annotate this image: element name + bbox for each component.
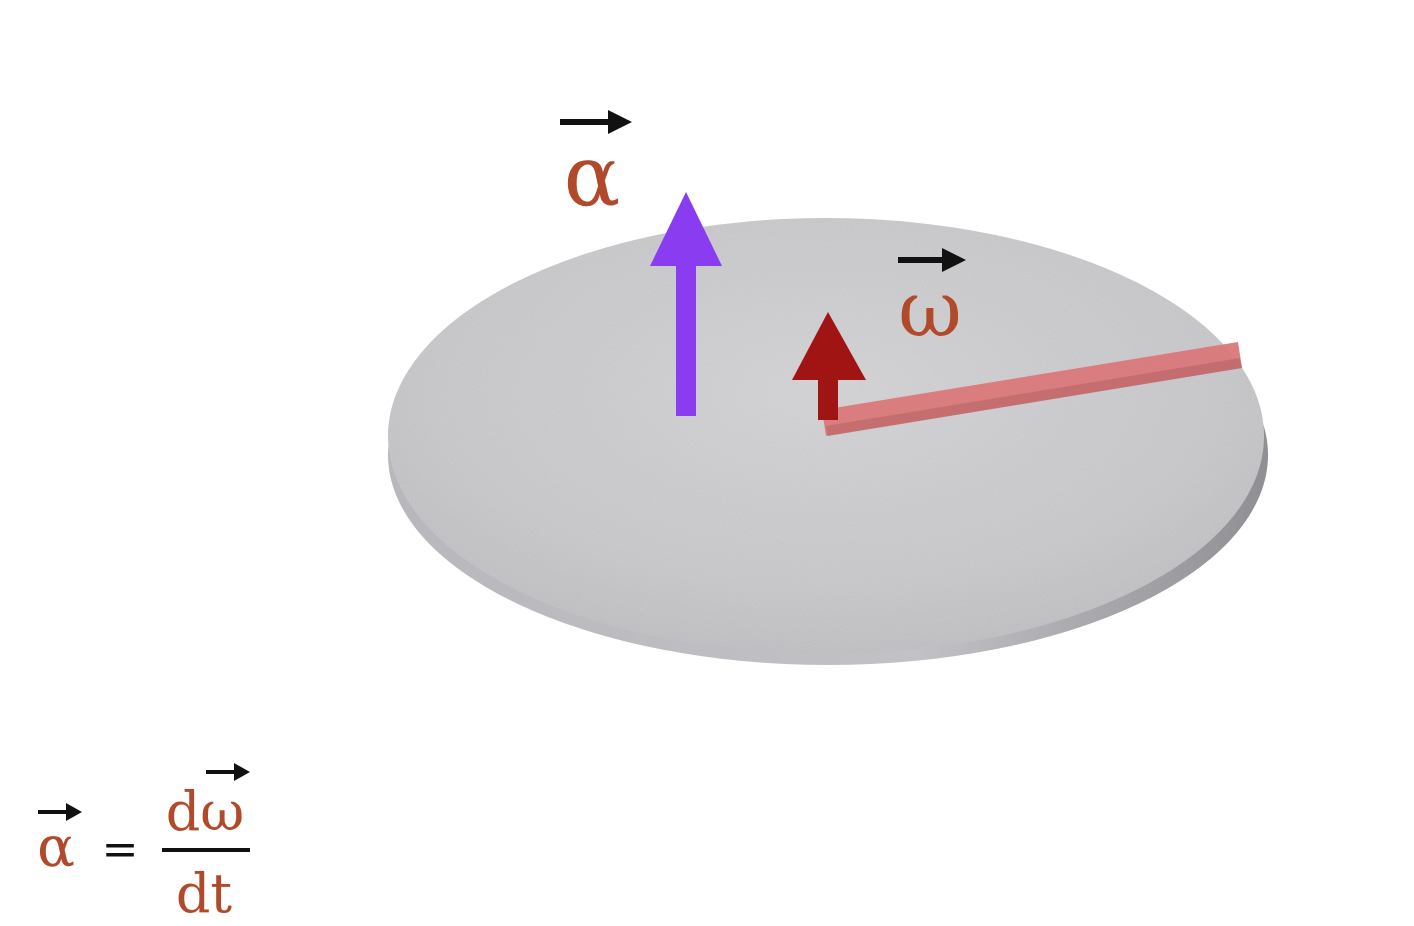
- radius-line: [822, 342, 1242, 436]
- alpha-symbol: α: [564, 127, 621, 225]
- omega-symbol: ω: [898, 265, 962, 355]
- alpha-vector-arrow: [650, 192, 722, 416]
- vector-arrow-icon: [206, 763, 250, 781]
- alpha-label: α: [560, 110, 632, 225]
- formula-equals: =: [102, 824, 139, 875]
- vector-arrow-icon: [38, 803, 82, 821]
- vector-arrow-icon: [560, 110, 632, 134]
- omega-vector-arrow: [792, 312, 866, 420]
- rotating-disk: [388, 218, 1268, 665]
- formula: α = dω dt: [37, 763, 250, 925]
- formula-lhs: α: [37, 815, 75, 880]
- omega-label: ω: [898, 248, 966, 355]
- formula-numerator: dω: [166, 780, 245, 843]
- formula-denominator: dt: [176, 862, 233, 925]
- vector-arrow-icon: [898, 248, 966, 272]
